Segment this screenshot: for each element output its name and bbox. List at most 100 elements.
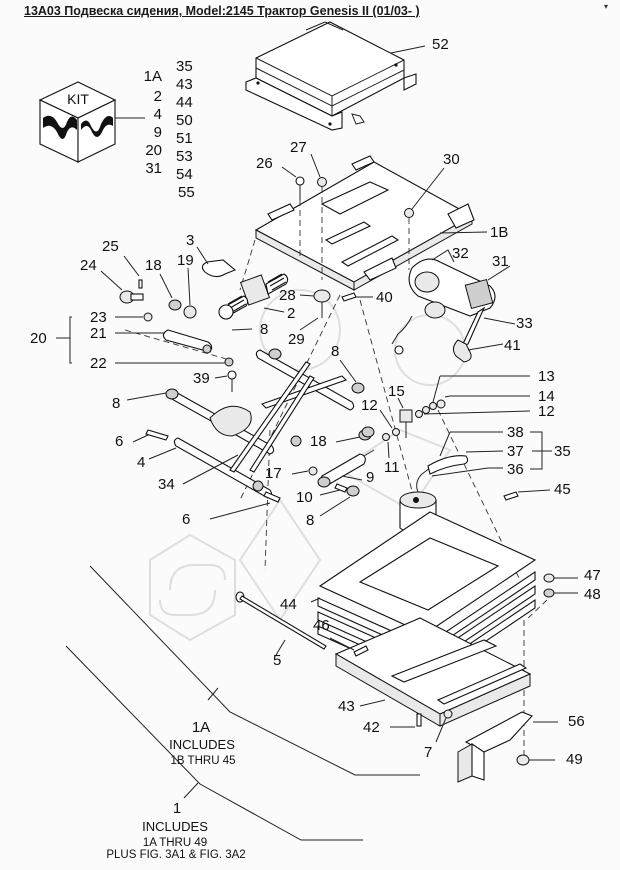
callout-1B: 1B: [490, 224, 508, 241]
callout-38: 38: [507, 424, 524, 441]
part-30-nut: [404, 167, 445, 218]
part-40-screw: [341, 292, 373, 302]
kit-item: 50: [176, 112, 193, 129]
part-11-washer: [382, 433, 390, 459]
callout-26: 26: [256, 155, 273, 172]
callout-8a: 8: [260, 321, 268, 338]
callout-9: 9: [366, 469, 374, 486]
note-1A: 1A INCLUDES 1B THRU 45: [89, 565, 420, 776]
callout-35: 35: [554, 443, 571, 460]
part-29-bolt: [299, 317, 319, 331]
header-decoration-line: [324, 21, 344, 31]
part-45-screw: [503, 489, 551, 501]
callout-5: 5: [273, 652, 281, 669]
callout-8c: 8: [331, 343, 339, 360]
part-43-base-frame: [334, 617, 532, 727]
callout-4: 4: [137, 454, 145, 471]
callout-45: 45: [554, 481, 571, 498]
callout-30: 30: [443, 151, 460, 168]
callout-24: 24: [80, 257, 97, 274]
callout-44: 44: [280, 596, 297, 613]
part-56-bracket: [457, 711, 558, 783]
part-31-compressor: [391, 258, 511, 355]
callout-29: 29: [288, 331, 305, 348]
part-48-washer: [543, 588, 578, 598]
kit-item: 2: [154, 88, 162, 105]
kit-label: KIT: [67, 91, 89, 107]
callout-39: 39: [193, 370, 210, 387]
callout-13: 13: [538, 368, 555, 385]
part-44-bellows: [310, 511, 537, 683]
callout-52: 52: [432, 36, 449, 53]
part-41-clip: [452, 339, 504, 363]
note-1-number: 1: [173, 800, 181, 817]
note-1: 1 INCLUDES 1A THRU 49 PLUS FIG. 3A1 & FI…: [65, 645, 363, 861]
part-14-nut: [436, 395, 530, 409]
kit-item: 54: [176, 166, 193, 183]
kit-item: 53: [176, 148, 193, 165]
part-1B-mounting-plate: [254, 155, 488, 291]
part-49-bushing: [516, 754, 555, 766]
callout-32: 32: [452, 245, 469, 262]
part-46-pin: [329, 637, 369, 657]
kit-item: 51: [176, 130, 193, 147]
part-18-bushing: [159, 273, 182, 311]
note-1-line1: INCLUDES: [142, 819, 208, 834]
part-4-scissor-frame: [145, 348, 372, 503]
part-19-bushing: [183, 267, 197, 319]
callout-11: 11: [384, 459, 400, 476]
part-8-bushing-d: [319, 485, 360, 517]
part-12-washers: [379, 402, 531, 436]
part-3-lever: [196, 246, 237, 278]
callout-25: 25: [102, 238, 119, 255]
callout-43: 43: [338, 698, 355, 715]
part-18-bushing-b: [335, 426, 375, 443]
kit-item: 9: [154, 124, 162, 141]
part-2-spring-assembly: [218, 273, 289, 320]
part-42-bolt: [390, 713, 422, 728]
kit-item: 20: [145, 142, 162, 159]
callout-56: 56: [568, 713, 585, 730]
callout-18a: 18: [145, 257, 162, 274]
callout-20: 20: [30, 330, 47, 347]
callout-3: 3: [186, 232, 194, 249]
part-9-damper: [317, 449, 375, 488]
part-52-control-box: [245, 21, 426, 131]
kit-box: KIT: [38, 81, 145, 163]
callout-18b: 18: [310, 433, 327, 450]
kit-item: 31: [145, 160, 162, 177]
callout-28: 28: [279, 287, 296, 304]
callout-37: 37: [507, 443, 524, 460]
part-25-pin: [123, 255, 143, 289]
callout-33: 33: [516, 315, 533, 332]
note-1-line3: PLUS FIG. 3A1 & FIG. 3A2: [106, 849, 245, 861]
page-title: 13A03 Подвеска сидения, Model:2145 Тракт…: [24, 4, 420, 18]
callout-47: 47: [584, 567, 601, 584]
kit-item: 1A: [144, 68, 162, 85]
part-33-bracket: [460, 306, 516, 347]
part-10-bolt: [319, 483, 348, 496]
part-20-shock-absorber: [56, 312, 234, 367]
kit-item: 35: [176, 58, 193, 75]
note-1-line2: 1A THRU 49: [143, 837, 207, 849]
callout-12a: 12: [361, 397, 378, 414]
callout-8d: 8: [306, 512, 314, 529]
callout-6a: 6: [115, 433, 123, 450]
watermark-logo: [149, 289, 466, 642]
callout-42: 42: [363, 719, 380, 736]
callout-23: 23: [90, 309, 107, 326]
callout-49: 49: [566, 751, 583, 768]
note-1A-line2: 1B THRU 45: [171, 755, 236, 767]
callout-19: 19: [177, 252, 194, 269]
part-32-cover: [431, 249, 455, 263]
callout-34: 34: [158, 476, 175, 493]
part-39-screw: [214, 370, 237, 392]
note-1A-line1: INCLUDES: [169, 737, 235, 752]
callout-22: 22: [90, 355, 107, 372]
callout-40: 40: [376, 289, 393, 306]
part-47-nut: [543, 573, 578, 583]
part-26-bolt: [281, 166, 305, 200]
kit-item: 43: [176, 76, 193, 93]
part-13-washer: [432, 375, 530, 403]
